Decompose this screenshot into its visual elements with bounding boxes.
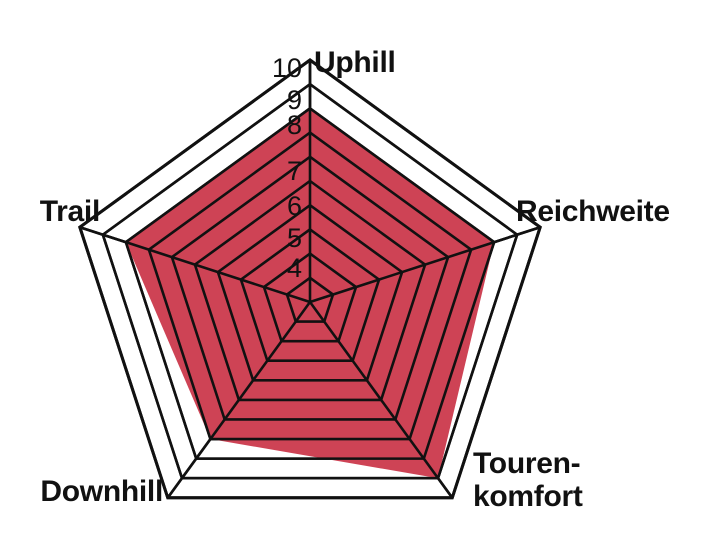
grid-ring-7	[147, 130, 473, 441]
axis-label-downhill: Downhill	[40, 475, 163, 508]
grid-ring-3	[239, 227, 381, 363]
axis-spoke-trail	[79, 225, 311, 304]
axis-label-uphill: Uphill	[314, 46, 396, 79]
axis-spoke-downhill	[166, 301, 312, 499]
tick-label-7: 7	[287, 156, 302, 186]
tick-label-4: 4	[287, 253, 302, 283]
axis-spoke-tourenkomfort	[308, 301, 454, 499]
grid-ring-9	[101, 82, 519, 480]
tick-labels: 10 9 8 7 6 5 4	[272, 53, 302, 283]
grid-rings-overlay	[78, 58, 542, 500]
grid-ring-8	[124, 106, 496, 460]
grid-ring-10	[78, 58, 542, 500]
tick-label-9: 9	[287, 85, 302, 115]
grid-ring-4	[216, 203, 404, 382]
axis-labels: Uphill Reichweite Touren- komfort Downhi…	[40, 46, 670, 513]
axis-spokes-overlay	[79, 60, 541, 499]
tick-label-10: 10	[272, 53, 302, 83]
axis-label-tourenkomfort-line1: Touren-	[473, 447, 580, 480]
grid-ring-2	[262, 251, 358, 343]
tick-label-5: 5	[287, 223, 302, 253]
tick-label-8: 8	[287, 110, 302, 140]
axis-spoke-reichweite	[309, 225, 541, 304]
axis-label-trail: Trail	[40, 195, 100, 228]
axis-label-tourenkomfort-line2: komfort	[473, 480, 583, 513]
tick-label-6: 6	[287, 191, 302, 221]
grid-ring-6	[170, 155, 450, 421]
axis-label-reichweite: Reichweite	[516, 195, 670, 228]
grid-ring-5	[193, 179, 427, 402]
grid-ring-1	[285, 276, 335, 323]
